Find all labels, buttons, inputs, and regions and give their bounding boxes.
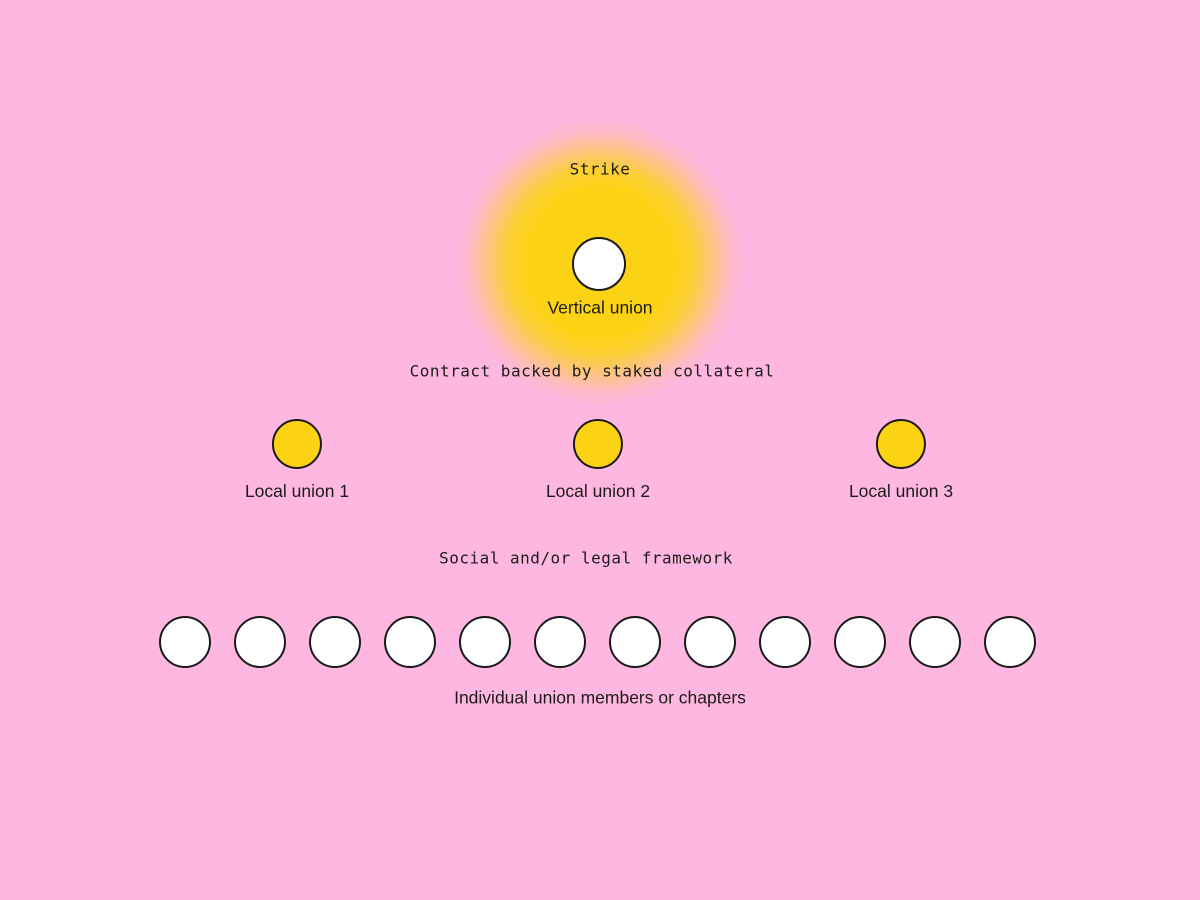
member-circle — [834, 616, 886, 668]
framework-label: Social and/or legal framework — [439, 548, 733, 568]
local-union-node-1: Local union 1 — [245, 419, 349, 502]
members-row — [159, 616, 1036, 668]
local-union-3-circle — [876, 419, 926, 469]
vertical-union-label: Vertical union — [547, 297, 653, 318]
member-circle — [684, 616, 736, 668]
local-union-1-label: Local union 1 — [244, 481, 350, 501]
member-circle — [909, 616, 961, 668]
member-circle — [759, 616, 811, 668]
strike-label: Strike — [569, 159, 631, 179]
vertical-union-node — [572, 237, 626, 291]
members-label: Individual union members or chapters — [454, 687, 746, 708]
member-circle — [309, 616, 361, 668]
local-union-2-circle — [573, 419, 623, 469]
local-union-node-3: Local union 3 — [849, 419, 953, 502]
member-circle — [984, 616, 1036, 668]
member-circle — [459, 616, 511, 668]
member-circle — [159, 616, 211, 668]
member-circle — [234, 616, 286, 668]
local-union-node-2: Local union 2 — [546, 419, 650, 502]
local-union-2-label: Local union 2 — [545, 481, 651, 501]
local-union-1-circle — [272, 419, 322, 469]
member-circle — [384, 616, 436, 668]
member-circle — [534, 616, 586, 668]
member-circle — [609, 616, 661, 668]
local-union-3-label: Local union 3 — [848, 481, 954, 501]
contract-label: Contract backed by staked collateral — [409, 361, 775, 381]
